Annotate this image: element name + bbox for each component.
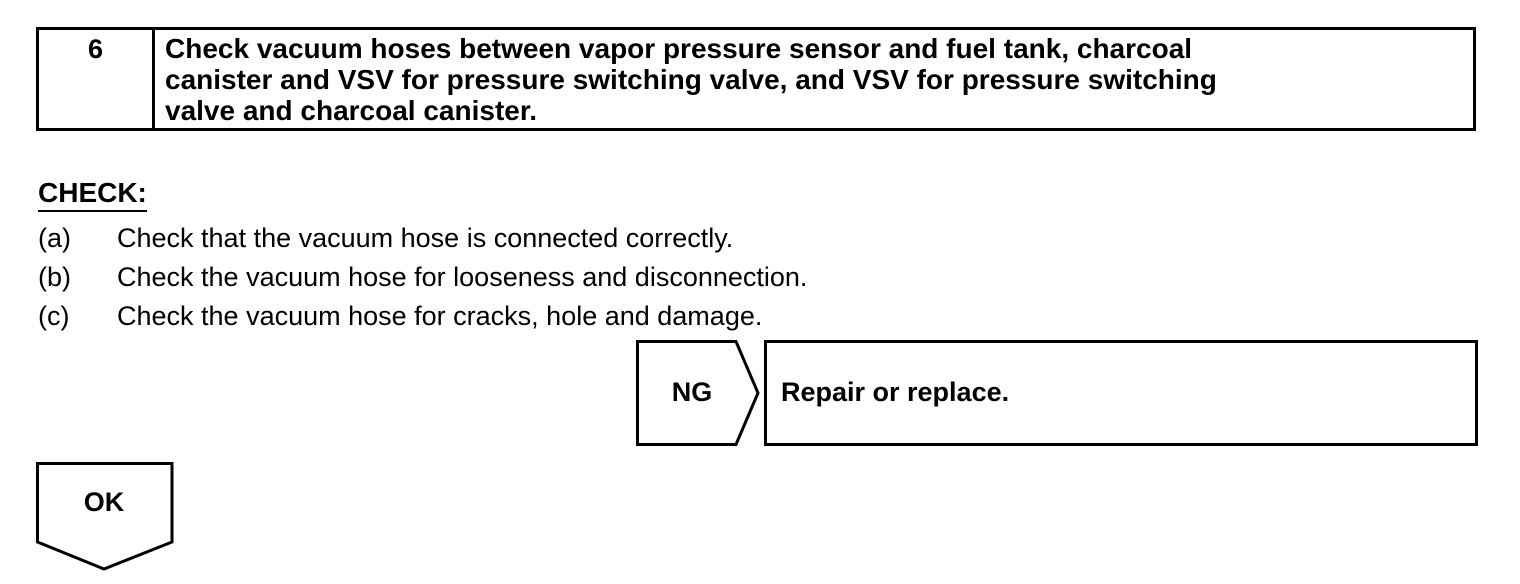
step-title: Check vacuum hoses between vapor pressur… xyxy=(155,30,1473,128)
check-item-marker: (c) xyxy=(38,301,70,331)
ng-label: NG xyxy=(671,377,713,407)
check-heading: CHECK: xyxy=(38,177,147,212)
step-number: 6 xyxy=(39,30,155,128)
check-item-text: Check the vacuum hose for cracks, hole a… xyxy=(117,301,763,331)
check-item-text: Check the vacuum hose for looseness and … xyxy=(117,262,808,292)
check-item-marker: (b) xyxy=(38,262,71,292)
ng-arrow-shape xyxy=(636,340,760,446)
ok-label: OK xyxy=(83,487,125,517)
check-item-marker: (a) xyxy=(38,223,71,253)
ng-action-box: Repair or replace. xyxy=(764,340,1478,446)
check-item-text: Check that the vacuum hose is connected … xyxy=(117,223,734,253)
step-title-line: canister and VSV for pressure switching … xyxy=(165,64,1217,95)
check-item: (a) Check that the vacuum hose is connec… xyxy=(38,219,807,258)
check-item: (c) Check the vacuum hose for cracks, ho… xyxy=(38,297,807,336)
check-list: (a) Check that the vacuum hose is connec… xyxy=(38,219,807,336)
step-title-line: Check vacuum hoses between vapor pressur… xyxy=(165,33,1193,64)
step-header: 6 Check vacuum hoses between vapor press… xyxy=(36,27,1476,131)
step-title-line: valve and charcoal canister. xyxy=(165,95,537,126)
ng-action-text: Repair or replace. xyxy=(781,377,1010,407)
check-item: (b) Check the vacuum hose for looseness … xyxy=(38,258,807,297)
ok-arrow-shape xyxy=(36,462,174,571)
